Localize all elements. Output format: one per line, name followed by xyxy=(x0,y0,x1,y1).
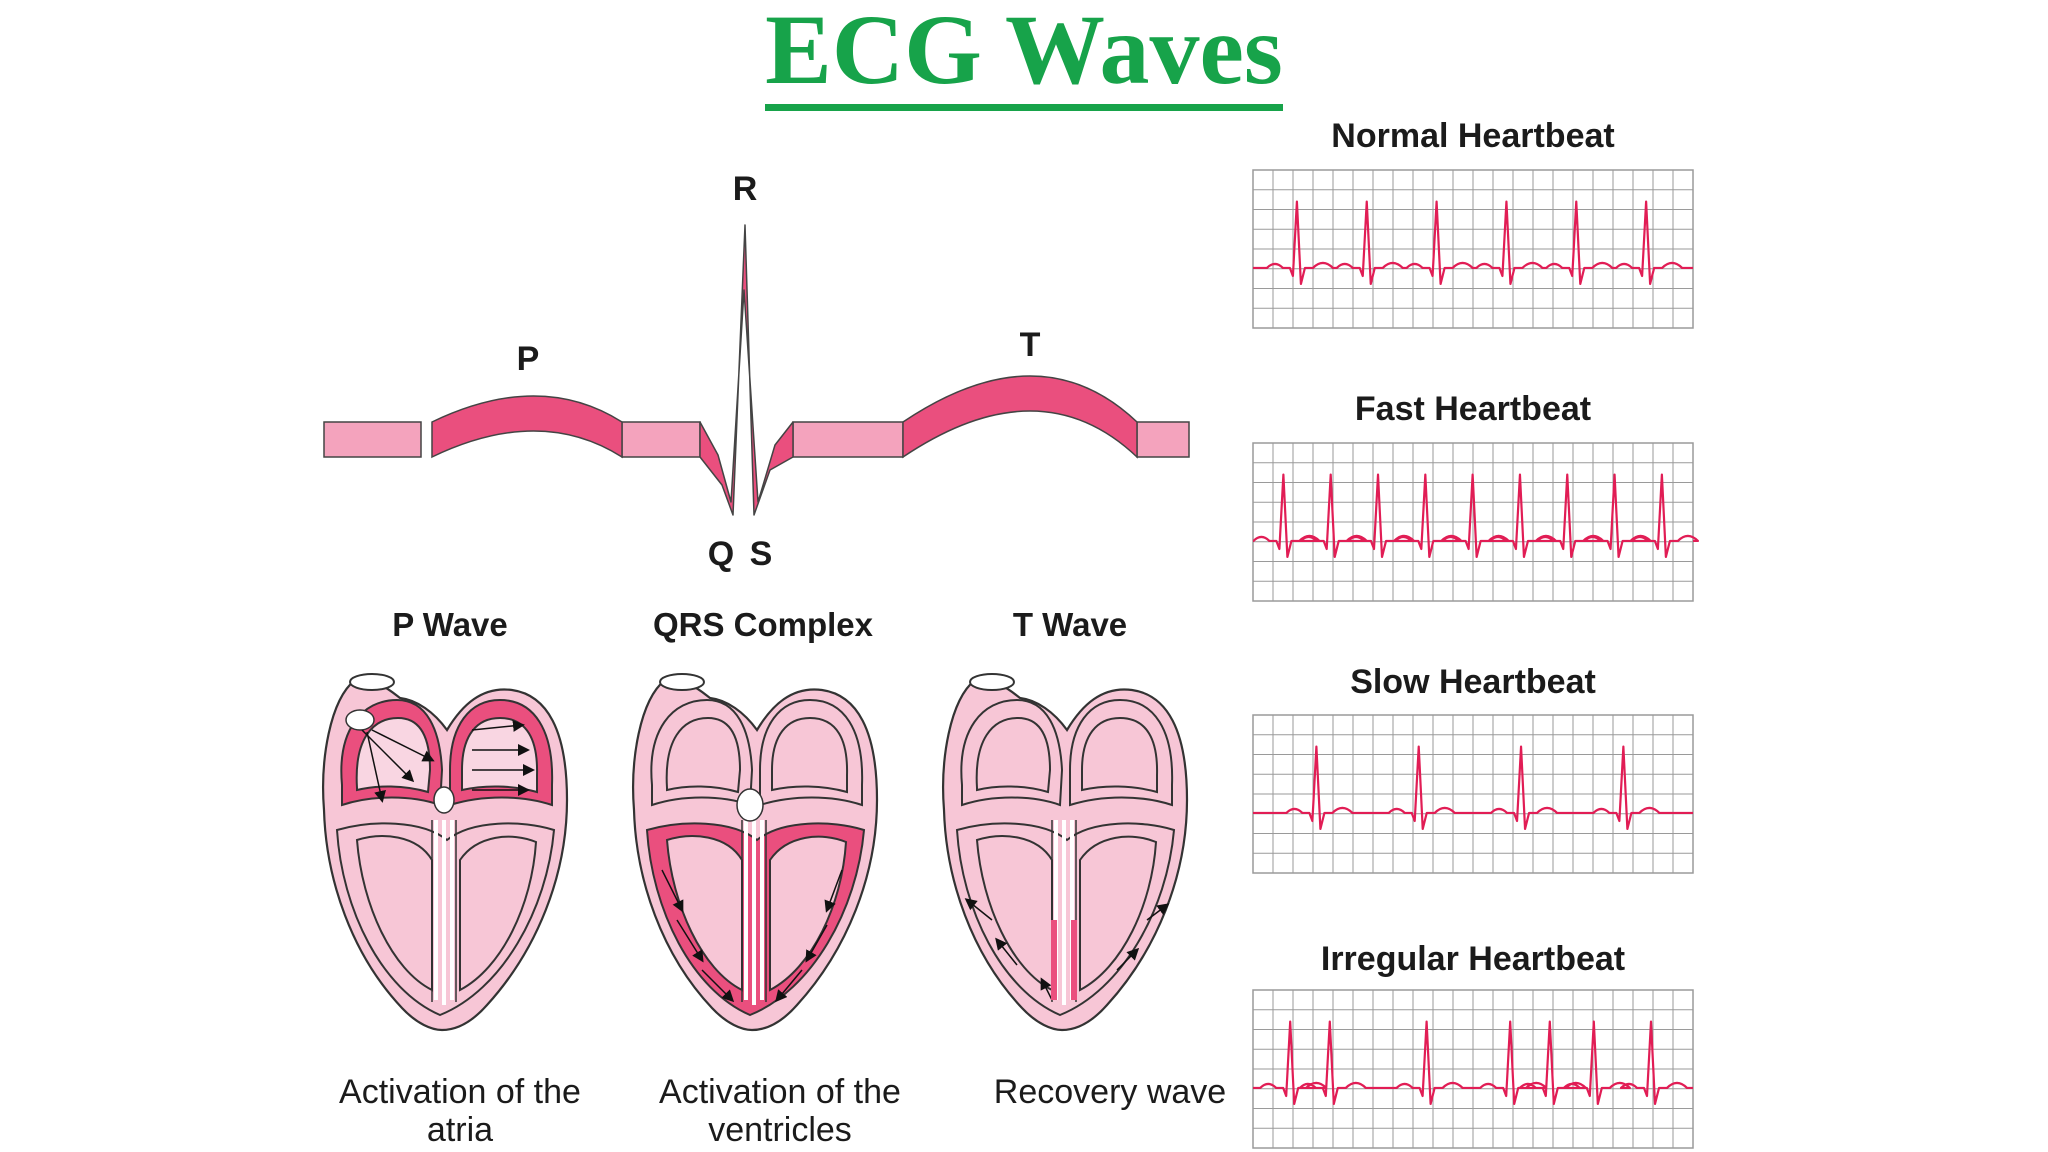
p-wave-band xyxy=(431,395,623,459)
ecg-trace xyxy=(1253,745,1693,831)
wave-label-t: T xyxy=(1019,326,1041,364)
strip-grid-frame xyxy=(1252,442,1694,602)
strip-title-irregular: Irregular Heartbeat xyxy=(1320,940,1626,978)
conduction-bundle xyxy=(744,820,764,1005)
recovery-arrow xyxy=(964,898,993,921)
waveform-shapes xyxy=(323,224,1190,516)
activation-arrow xyxy=(366,731,386,803)
ventricle-wall xyxy=(955,822,1176,1017)
strip-grid-frame xyxy=(1252,169,1694,329)
left-atrium xyxy=(960,698,1064,807)
septum-outline xyxy=(1051,820,1077,1002)
activation-arrow xyxy=(676,919,704,963)
right-ventricle xyxy=(769,835,848,992)
wave-label-q: Q xyxy=(707,535,735,573)
wave-label-p: P xyxy=(516,340,540,378)
t-wave-band xyxy=(902,375,1138,459)
left-ventricle xyxy=(975,835,1053,992)
heart-title-t-wave: T Wave xyxy=(1012,606,1128,643)
recovery-arrow xyxy=(995,937,1018,966)
wave-label-r: R xyxy=(732,170,758,208)
strip-title-slow: Slow Heartbeat xyxy=(1350,663,1596,701)
strip-grid-frame xyxy=(1252,989,1694,1149)
heart-outline xyxy=(632,678,879,1032)
recovery-arrow xyxy=(1146,903,1170,921)
activation-arrow xyxy=(661,869,684,913)
sa-node xyxy=(345,709,375,731)
activation-arrow xyxy=(471,719,525,732)
ventricle-wall xyxy=(645,822,866,1017)
recovery-arrow xyxy=(1040,977,1053,1001)
left-atrium-inner xyxy=(975,716,1052,794)
right-atrium xyxy=(759,698,864,807)
left-atrium xyxy=(340,698,444,807)
wave-label-s: S xyxy=(749,535,773,573)
septum-outline xyxy=(431,820,457,1002)
aorta-opening xyxy=(659,673,705,691)
ecg-trace xyxy=(1252,473,1699,559)
strip-grid-lines xyxy=(1253,443,1693,601)
ventricle-wall xyxy=(335,822,556,1017)
heart-title-p-wave: P Wave xyxy=(392,606,508,643)
right-atrium xyxy=(449,698,554,807)
rhythm-strip-3 xyxy=(1252,714,1694,874)
rhythm-strip-4 xyxy=(1252,989,1694,1149)
recovery-arrow xyxy=(1116,947,1140,971)
strip-grid-frame xyxy=(1252,714,1694,874)
aorta-opening xyxy=(349,673,395,691)
activation-arrow xyxy=(701,969,735,1003)
qrs-complex xyxy=(699,224,794,516)
right-atrium-inner xyxy=(771,716,849,794)
left-ventricle xyxy=(355,835,433,992)
right-atrium-inner xyxy=(461,716,539,794)
ecg-trace xyxy=(1253,1020,1693,1106)
strip-title-normal: Normal Heartbeat xyxy=(1331,117,1615,155)
activation-arrow xyxy=(805,924,828,963)
left-atrium-inner xyxy=(665,716,742,794)
baseline-segment xyxy=(1136,421,1190,458)
heart-1 xyxy=(322,673,569,1032)
activation-arrow xyxy=(361,729,415,783)
left-ventricle xyxy=(665,835,743,992)
activation-arrow xyxy=(371,729,435,762)
baseline-segment xyxy=(323,421,422,458)
heart-outline xyxy=(322,678,569,1032)
right-ventricle xyxy=(1079,835,1158,992)
heart-2 xyxy=(632,673,879,1032)
baseline-segment xyxy=(621,421,701,458)
right-ventricle xyxy=(459,835,538,992)
activation-arrow xyxy=(824,869,843,913)
heart-caption-atria: Activation of the atria xyxy=(339,1073,581,1149)
strip-grid-lines xyxy=(1253,990,1693,1148)
left-atrium xyxy=(650,698,754,807)
heart-title-qrs-complex: QRS Complex xyxy=(652,606,874,643)
rhythm-strip-2 xyxy=(1252,442,1699,602)
heart-3 xyxy=(942,673,1189,1032)
right-atrium-inner xyxy=(1081,716,1159,794)
aorta-opening xyxy=(969,673,1015,691)
right-atrium xyxy=(1069,698,1174,807)
strip-title-fast: Fast Heartbeat xyxy=(1354,390,1592,428)
heart-outline xyxy=(942,678,1189,1032)
strip-grid-lines xyxy=(1253,715,1693,873)
conduction-bundle xyxy=(1054,820,1074,1005)
av-node xyxy=(736,788,764,822)
av-node xyxy=(433,786,455,814)
conduction-bundle xyxy=(434,820,454,1005)
baseline-segment xyxy=(792,421,904,458)
rhythm-strip-1 xyxy=(1252,169,1694,329)
heart-caption-recovery: Recovery wave xyxy=(993,1073,1227,1111)
left-atrium-inner xyxy=(355,716,432,794)
heart-caption-ventricles: Activation of the ventricles xyxy=(659,1073,901,1149)
strip-grid-lines xyxy=(1253,170,1693,328)
recovery-bundle xyxy=(1051,920,1077,1000)
septum-outline xyxy=(741,820,767,1002)
page-title: ECG Waves xyxy=(0,0,2048,111)
ecg-trace xyxy=(1253,200,1693,286)
activation-arrow xyxy=(775,969,803,1003)
